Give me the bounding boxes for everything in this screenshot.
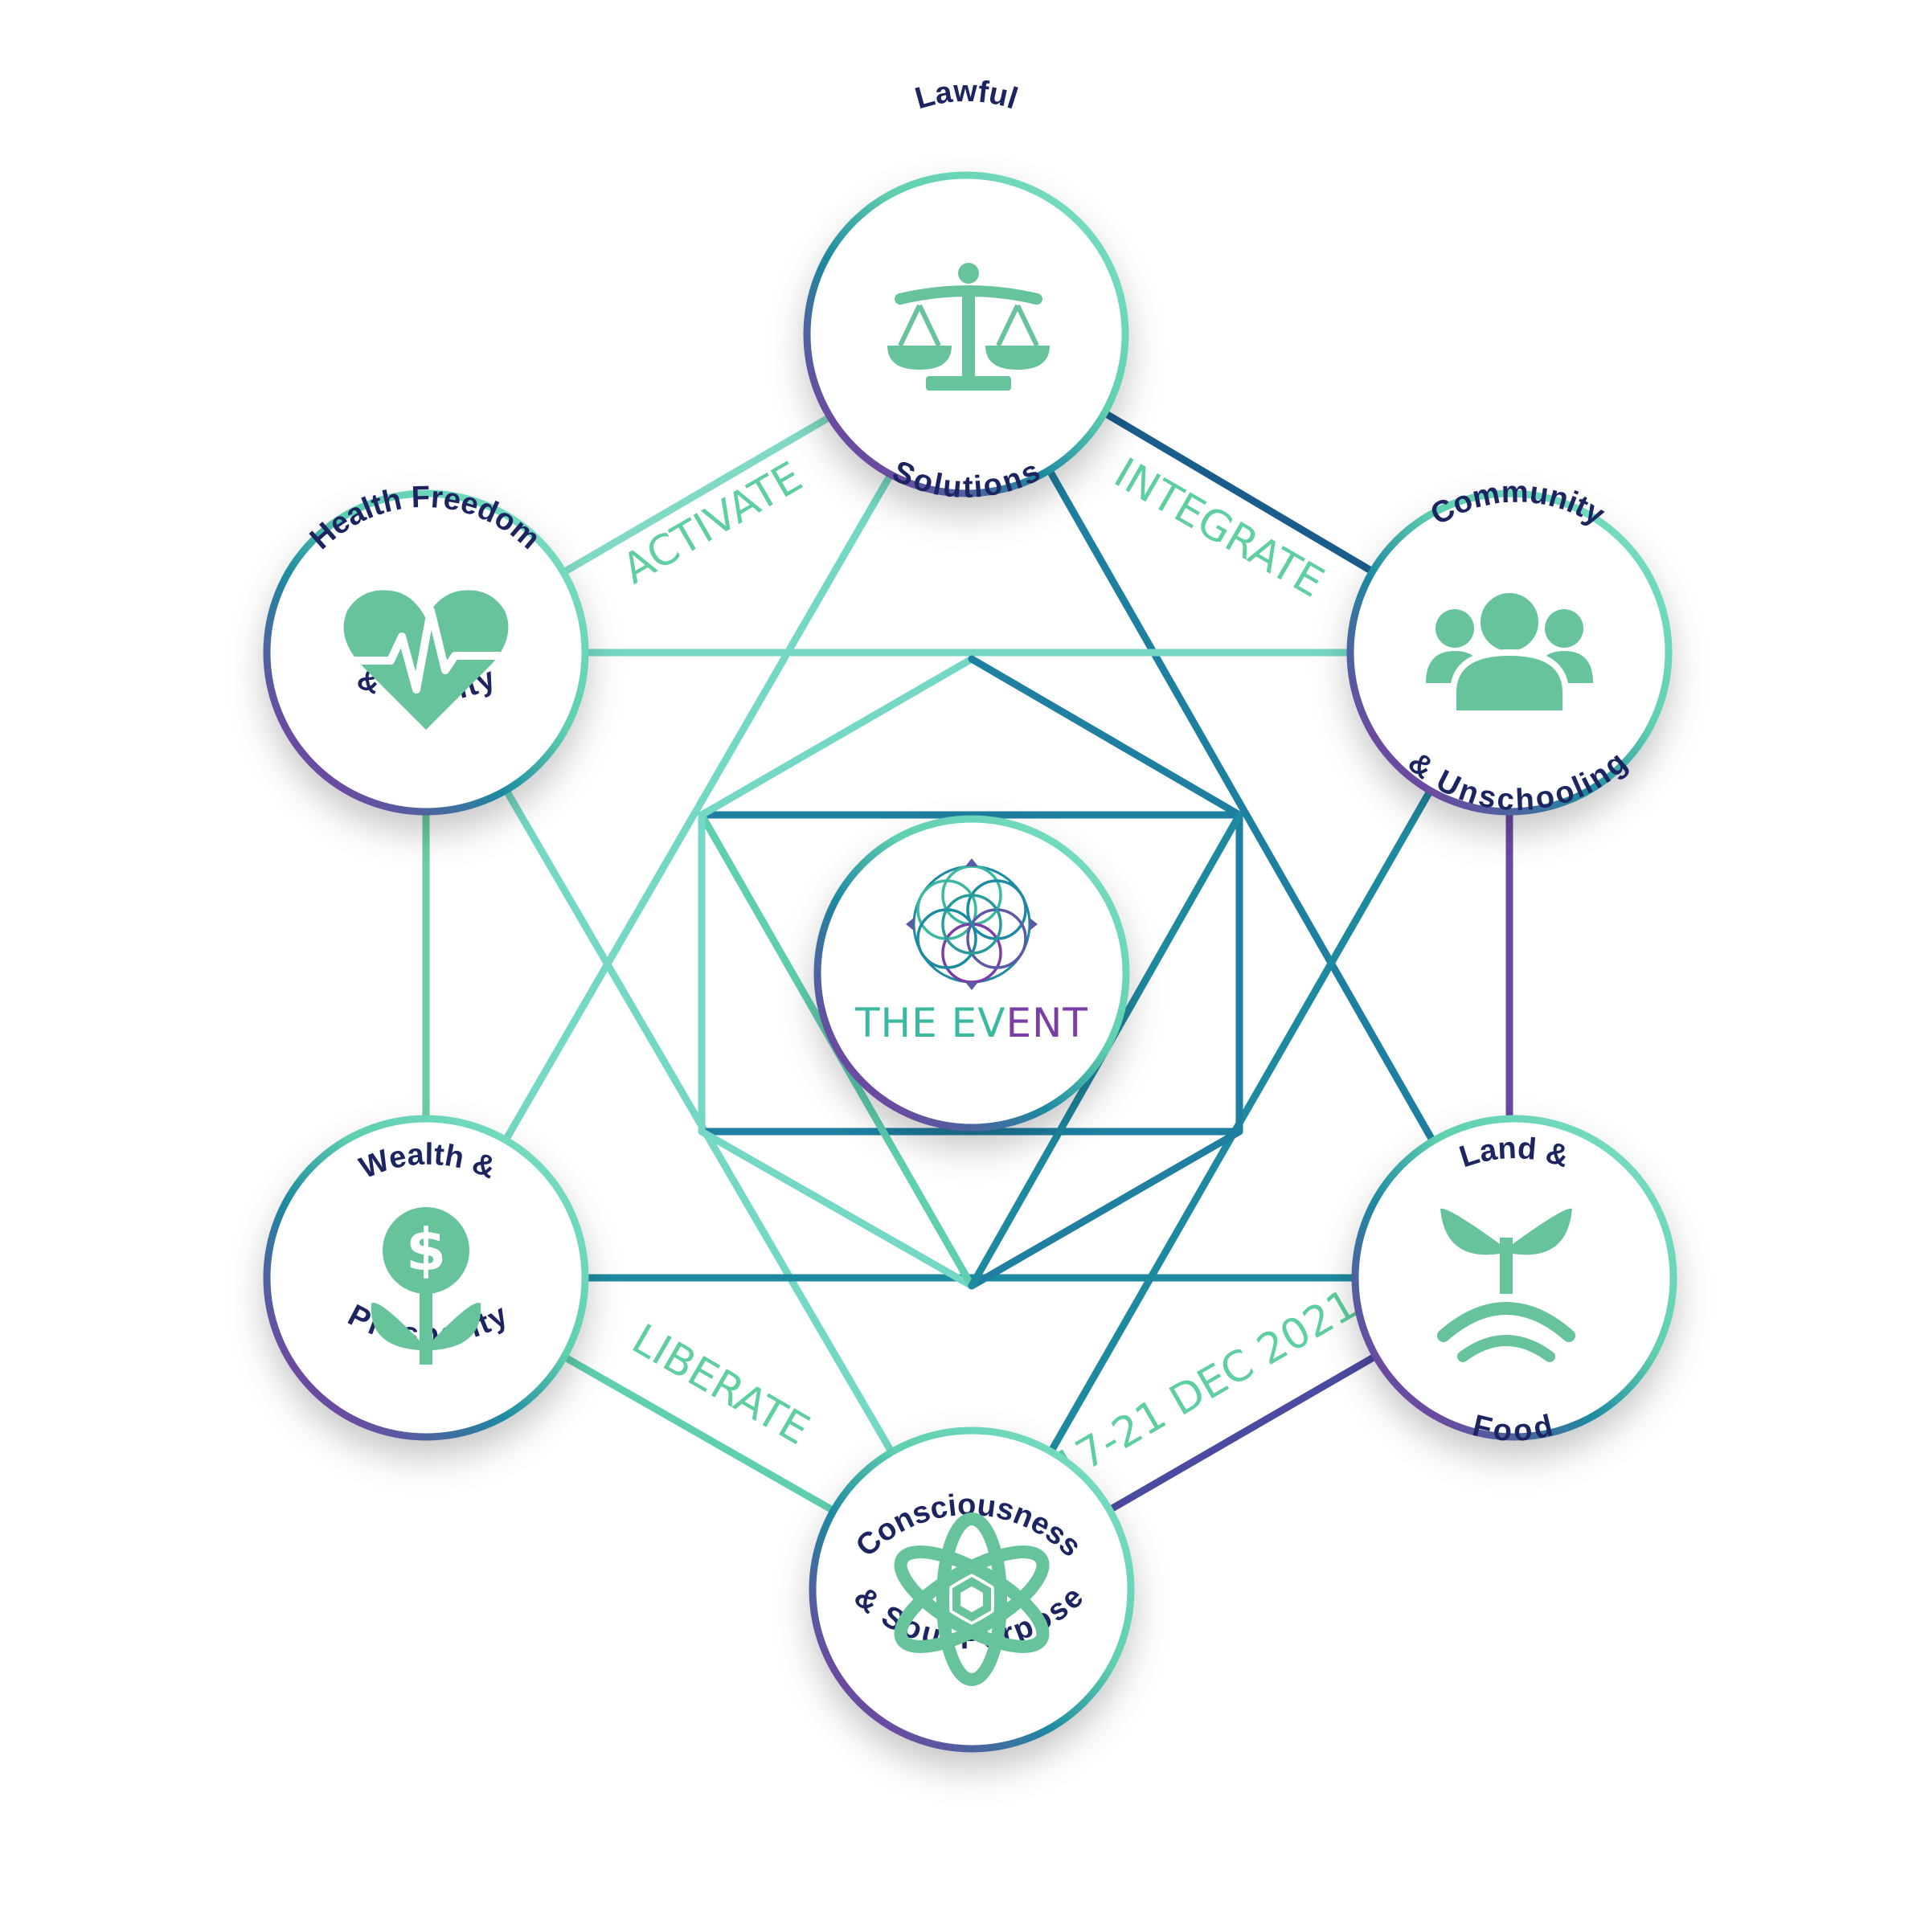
svg-text:Lawful: Lawful: [911, 75, 1022, 117]
node-health[interactable]: Health Freedom & Vitality: [263, 481, 589, 816]
event-logo-text: THE EVENT: [854, 1000, 1088, 1046]
inner-top-to-right: [968, 655, 1243, 819]
inner-left-to-bottom: [698, 1128, 976, 1290]
node-lawful-top-label: Lawful: [911, 75, 1022, 117]
node-land[interactable]: Land & Food: [1351, 1115, 1677, 1448]
node-consciousness[interactable]: Consciousness & Soul Purpose: [809, 1426, 1135, 1753]
side-word-liberate: LIBERATE: [624, 1316, 817, 1455]
people-icon: [1426, 587, 1593, 717]
scales-icon: [887, 263, 1050, 391]
svg-text:$: $: [406, 1216, 446, 1283]
money-flower-icon: $: [371, 1207, 481, 1365]
tri-lawful-consciousness-left: [422, 330, 976, 1282]
node-community[interactable]: Community & Unschooling: [1346, 475, 1673, 817]
center-node[interactable]: [813, 815, 1130, 1132]
node-lawful[interactable]: Lawful Solutions: [803, 75, 1129, 505]
heart-pulse-icon: [343, 590, 509, 730]
tri-lawful-land: [968, 330, 1515, 1282]
node-wealth[interactable]: Wealth & Prosperity $: [263, 1115, 589, 1441]
inner-top-to-left: [698, 655, 976, 819]
event-logo: THE EVENT: [854, 858, 1088, 1046]
inner-right-to-bottom: [968, 1128, 1243, 1290]
sprout-icon: [1437, 1208, 1575, 1362]
flower-of-life-icon: [906, 858, 1038, 990]
